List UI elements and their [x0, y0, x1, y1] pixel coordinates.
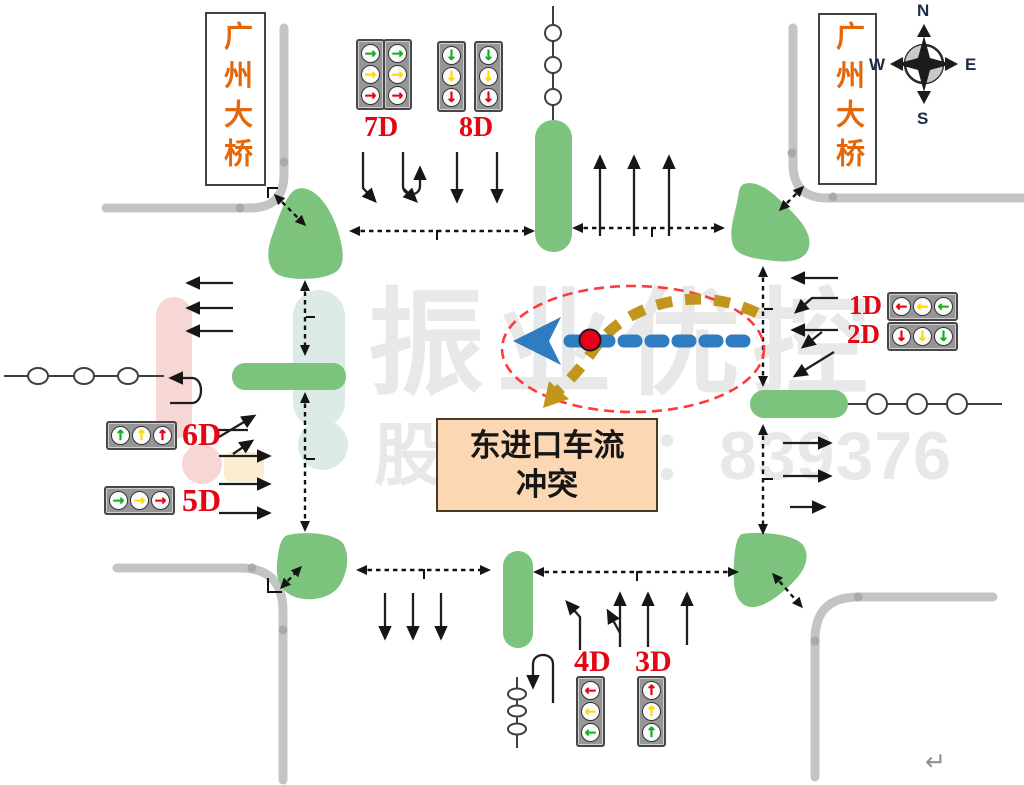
left-turn-flow-arrowhead [543, 381, 569, 408]
signal-lens-green-up-icon: ↑ [111, 426, 130, 445]
watermark-brand-text: 振业优控 [368, 279, 880, 409]
signal-lens-red-down-icon: ↓ [892, 327, 911, 346]
traffic-light-housing: → → → [383, 39, 412, 110]
traffic-light-housing: →→→ [104, 486, 175, 515]
signal-lens-green-right-icon: → [109, 491, 128, 510]
compass-west-label: W [869, 55, 886, 74]
signal-lens-yellow-down-icon: ↓ [479, 67, 498, 86]
median-fences [4, 6, 1002, 748]
left-turn-flow-path [552, 293, 760, 398]
signal-lens-green-down-icon: ↓ [479, 46, 498, 65]
conflict-annotation [500, 284, 766, 414]
signal-label-2D: 2D [847, 319, 880, 349]
traffic-light-7D: → → → → → → [356, 39, 412, 110]
traffic-light-housing: ↑ ↑ ↑ [637, 676, 666, 747]
conflict-callout: 东进口车流 冲突 [436, 418, 658, 512]
corner-island-southwest [276, 533, 348, 600]
median-south [503, 551, 533, 648]
median-north [535, 120, 572, 252]
signal-lens-green-right-icon: → [388, 44, 407, 63]
traffic-light-housing: ← ← ← [576, 676, 605, 747]
signal-label-4D: 4D [574, 645, 611, 678]
traffic-light-housing: ↑↑↑ [106, 421, 177, 450]
conflict-ellipse [500, 284, 766, 414]
signal-lens-red-up-icon: ↑ [642, 681, 661, 700]
median-islands [232, 120, 848, 648]
signal-label-8D: 8D [459, 112, 494, 143]
callout-line-1: 东进口车流 [469, 427, 625, 463]
signal-lens-yellow-up-icon: ↑ [132, 426, 151, 445]
signal-lens-green-down-icon: ↓ [934, 327, 953, 346]
signal-lens-yellow-right-icon: → [361, 65, 380, 84]
signal-lens-red-right-icon: → [361, 86, 380, 105]
paragraph-return-mark: ↵ [925, 748, 946, 776]
compass-north-label: N [917, 1, 930, 20]
conflict-point-dot [578, 328, 602, 352]
compass-star [890, 24, 958, 104]
signal-lens-yellow-down-icon: ↓ [442, 67, 461, 86]
signal-lens-green-left-icon: ← [581, 723, 600, 742]
bridge-label-left: 广州大桥 [205, 12, 266, 186]
traffic-light-housing: ↓ ↓ ↓ [474, 41, 503, 112]
traffic-light-2D: ↓↓↓ [887, 322, 958, 351]
traffic-light-housing: → → → [356, 39, 385, 110]
signal-label-6D: 6D [182, 416, 222, 452]
watermark-logo-pink-bar [156, 297, 192, 439]
signal-lens-red-up-icon: ↑ [153, 426, 172, 445]
traffic-light-4D: ← ← ← [576, 676, 605, 747]
signal-lens-green-right-icon: → [361, 44, 380, 63]
signal-lens-red-left-icon: ← [581, 681, 600, 700]
signal-lens-yellow-down-icon: ↓ [913, 327, 932, 346]
signal-lens-red-right-icon: → [151, 491, 170, 510]
median-east [750, 390, 848, 418]
traffic-light-5D: →→→ [104, 486, 175, 515]
traffic-light-housing: ←←← [887, 292, 958, 321]
signal-lens-red-right-icon: → [388, 86, 407, 105]
signal-label-1D: 1D [849, 290, 882, 320]
callout-line-2: 冲突 [516, 467, 578, 502]
traffic-light-8D: ↓ ↓ ↓ ↓ ↓ ↓ [437, 41, 503, 112]
crosswalk-arrows [267, 185, 805, 609]
lane-arrows [168, 152, 838, 703]
traffic-light-1D: ←←← [887, 292, 958, 321]
signal-lens-yellow-left-icon: ← [913, 297, 932, 316]
signal-lens-yellow-left-icon: ← [581, 702, 600, 721]
signal-lens-yellow-up-icon: ↑ [642, 702, 661, 721]
corner-island-southeast [733, 532, 807, 608]
traffic-light-housing: ↓ ↓ ↓ [437, 41, 466, 112]
signal-lens-green-up-icon: ↑ [642, 723, 661, 742]
compass-east-label: E [965, 55, 977, 74]
signal-lens-yellow-right-icon: → [130, 491, 149, 510]
compass-rose: N E S W [866, 0, 982, 128]
signal-lens-green-down-icon: ↓ [442, 46, 461, 65]
signal-lens-green-left-icon: ← [934, 297, 953, 316]
watermark-logo-pink-dot [182, 444, 222, 484]
signal-lens-yellow-right-icon: → [388, 65, 407, 84]
signal-label-3D: 3D [635, 645, 672, 678]
traffic-light-6D: ↑↑↑ [106, 421, 177, 450]
bridge-label-right: 广州大桥 [818, 13, 877, 185]
median-west [232, 363, 346, 390]
signal-label-7D: 7D [364, 112, 399, 143]
through-flow-arrowhead [513, 317, 561, 365]
signal-lens-red-down-icon: ↓ [442, 88, 461, 107]
signal-label-5D: 5D [182, 482, 222, 518]
corner-island-northeast [731, 183, 810, 262]
signal-lens-red-down-icon: ↓ [479, 88, 498, 107]
traffic-light-housing: ↓↓↓ [887, 322, 958, 351]
traffic-light-3D: ↑ ↑ ↑ [637, 676, 666, 747]
signal-lens-red-left-icon: ← [892, 297, 911, 316]
compass-south-label: S [917, 109, 929, 128]
